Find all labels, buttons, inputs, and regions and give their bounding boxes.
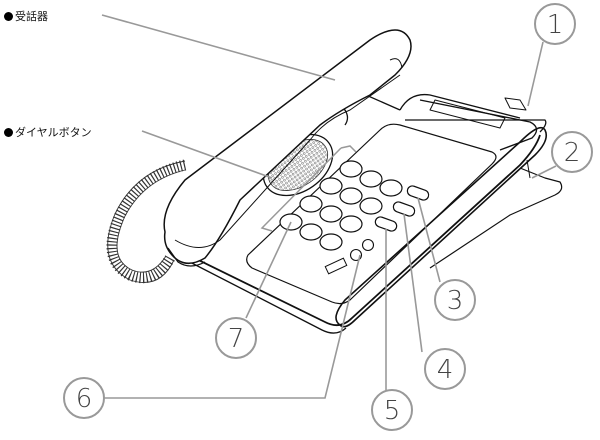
dial-key	[299, 195, 323, 213]
function-key-3	[406, 185, 430, 201]
svg-text:1: 1	[547, 10, 564, 40]
svg-text:5: 5	[384, 396, 401, 426]
handset	[163, 29, 412, 267]
svg-text:3: 3	[447, 286, 464, 316]
label-slot	[324, 257, 348, 275]
leader-line-dial	[141, 130, 273, 179]
callout-1: 1	[534, 3, 576, 45]
bullet-icon	[4, 127, 13, 137]
dial-key	[359, 197, 383, 215]
leader-line-7	[245, 221, 292, 319]
svg-text:7: 7	[228, 324, 245, 354]
dial-key	[319, 233, 343, 251]
dial-key	[339, 187, 363, 205]
leader-line-6	[104, 254, 361, 399]
callout-5: 5	[371, 389, 413, 431]
callout-2: 2	[551, 131, 593, 173]
keypad-bracket	[260, 145, 357, 232]
function-keys	[374, 185, 430, 232]
dial-key	[319, 177, 343, 195]
dial-keys	[279, 160, 403, 251]
svg-text:6: 6	[76, 384, 93, 414]
dial-key	[359, 170, 383, 188]
callout-6: 6	[63, 377, 105, 419]
volume-keys	[349, 238, 375, 262]
dial-key	[299, 223, 323, 241]
leader-lines	[101, 14, 557, 399]
bullet-icon	[4, 11, 13, 21]
dial-buttons-label-text: ダイヤルボタン	[15, 126, 92, 139]
leader-line-4	[403, 213, 423, 353]
callout-4: 4	[424, 348, 466, 390]
leader-line-1	[527, 41, 544, 107]
svg-text:4: 4	[437, 355, 454, 385]
coiled-cord	[106, 159, 187, 284]
handset-label-text: 受話器	[15, 10, 48, 23]
callout-3: 3	[434, 279, 476, 321]
dial-key	[339, 215, 363, 233]
callout-7: 7	[215, 317, 257, 359]
leader-line-3	[417, 197, 441, 283]
telephone-base	[177, 82, 563, 334]
handset-label: 受話器	[4, 8, 48, 24]
dial-buttons-label: ダイヤルボタン	[4, 124, 92, 140]
function-key-4	[392, 201, 416, 217]
function-key-5	[374, 216, 398, 232]
dial-key	[379, 179, 403, 197]
svg-text:2: 2	[564, 138, 581, 168]
dial-key	[319, 205, 343, 223]
leader-line-handset	[101, 14, 336, 81]
dial-key	[339, 160, 363, 178]
leader-line-2	[531, 165, 557, 179]
